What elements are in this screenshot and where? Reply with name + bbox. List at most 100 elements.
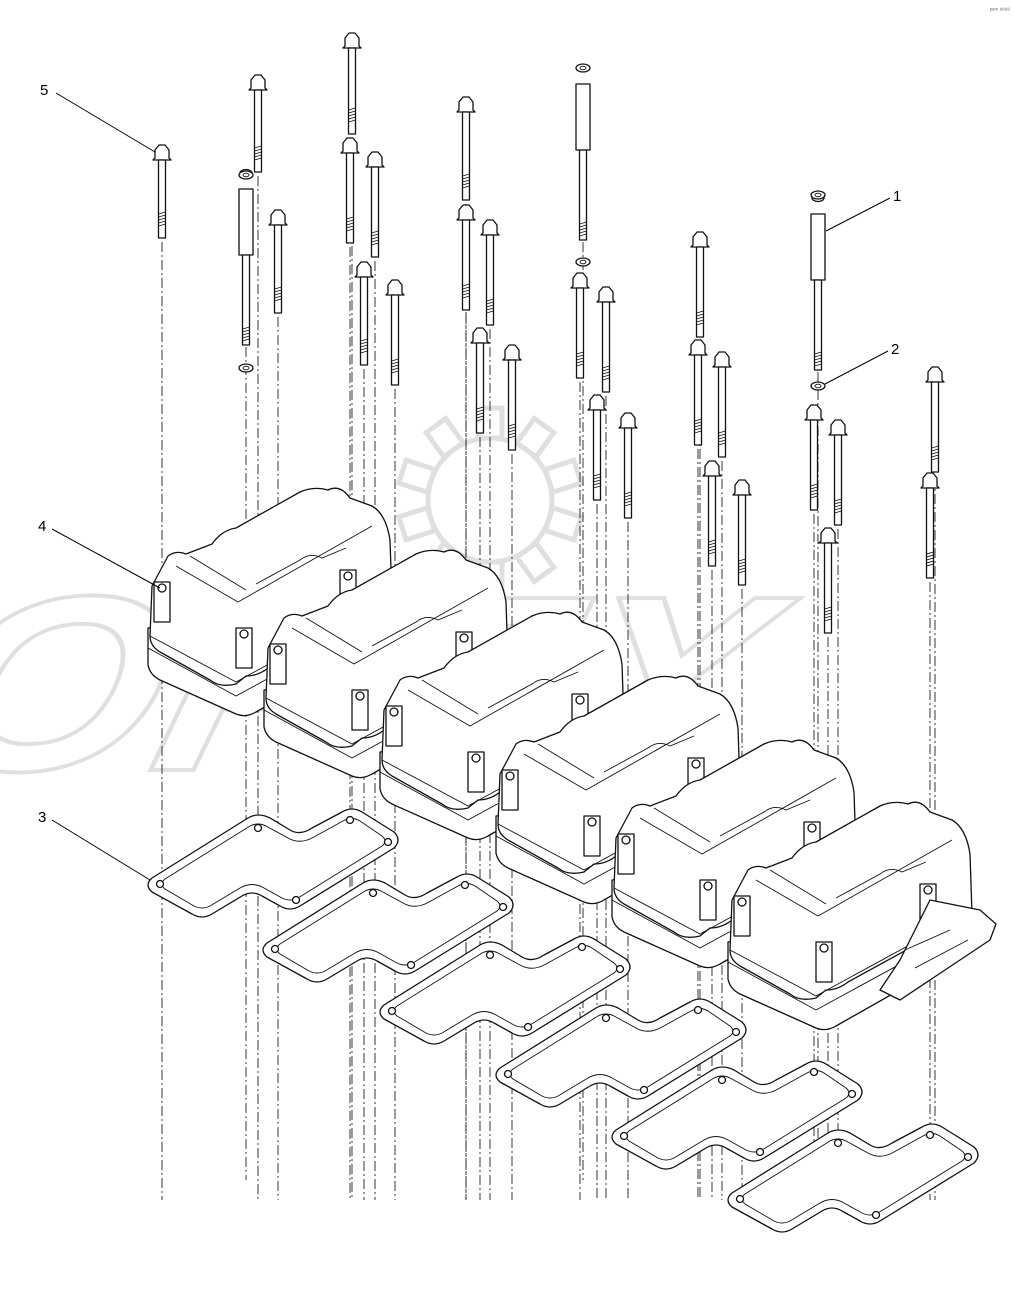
cover-body	[265, 549, 509, 748]
cover-bolt-hole	[819, 943, 829, 953]
gasket-bolt-hole	[523, 1022, 533, 1032]
gasket-bolt-hole	[345, 815, 355, 825]
gasket-bolt-hole	[498, 902, 508, 912]
cover-bolt-boss	[815, 941, 833, 983]
cover-top-ridge	[291, 587, 489, 665]
bolt	[702, 460, 722, 567]
gasket-bolt-hole	[735, 1194, 745, 1204]
cover-body	[149, 487, 393, 686]
gasket-bolt-hole	[925, 1130, 935, 1140]
bolt	[688, 339, 708, 446]
gasket-outline	[147, 808, 399, 918]
cover-bolt-boss	[235, 627, 253, 669]
washer	[810, 190, 826, 200]
callout-2: 2	[824, 341, 899, 385]
gasket-bolt-hole	[253, 823, 263, 833]
cover-bolt-boss	[501, 769, 519, 811]
callout-label-5: 5	[40, 82, 48, 99]
gasket-outline	[379, 935, 631, 1045]
callout-5: 5	[40, 82, 156, 153]
bolt	[340, 137, 360, 244]
washer	[575, 63, 591, 73]
cover-bolt-boss	[617, 833, 635, 875]
cover-bolt-hole	[459, 633, 469, 643]
gasket	[147, 808, 399, 918]
cover-bolt-hole	[355, 691, 365, 701]
cover-bolt-hole	[239, 629, 249, 639]
cover-body	[729, 801, 973, 1000]
washer	[575, 257, 591, 267]
washer	[238, 363, 254, 373]
bolt	[690, 231, 710, 338]
cover-top-ridge	[523, 713, 721, 791]
cover-bolt-boss	[467, 751, 485, 793]
gasket-inner-edge	[741, 1133, 966, 1224]
bolt	[342, 32, 362, 135]
gasket-inner-edge	[625, 1070, 850, 1161]
bolt	[365, 151, 385, 258]
cover-bolt-boss	[351, 689, 369, 731]
gasket-outline	[495, 998, 747, 1108]
gasket	[611, 1060, 863, 1170]
gasket-bolt-hole	[693, 1005, 703, 1015]
cover-body	[381, 611, 625, 810]
valve-covers	[147, 487, 997, 1031]
washer	[238, 170, 254, 180]
gasket-bolt-hole	[291, 895, 301, 905]
gasket-bolt-hole	[485, 950, 495, 960]
callout-label-4: 4	[38, 518, 46, 535]
gasket-bolt-hole	[755, 1147, 765, 1157]
callouts: 1 2 3 4 5	[38, 82, 901, 881]
cover-bolt-hole	[807, 823, 817, 833]
gasket-bolt-hole	[406, 960, 416, 970]
gasket	[379, 935, 631, 1045]
bolt	[804, 404, 824, 511]
fasteners	[152, 32, 945, 634]
bolt	[248, 74, 268, 173]
cover-bolt-hole	[587, 817, 597, 827]
gasket-bolt-hole	[717, 1075, 727, 1085]
cover-bolt-hole	[691, 759, 701, 769]
gasket-outline	[727, 1123, 979, 1233]
bolt	[925, 366, 945, 473]
cover-bolt-hole	[575, 695, 585, 705]
cover-top-ridge	[755, 839, 953, 917]
cover-bolt-boss	[385, 705, 403, 747]
gasket-bolt-hole	[577, 942, 587, 952]
cover-bolt-hole	[157, 583, 167, 593]
bolt	[456, 204, 476, 311]
gasket-bolt-hole	[639, 1085, 649, 1095]
gasket-bolt-hole	[847, 1089, 857, 1099]
gasket-bolt-hole	[270, 944, 280, 954]
bolt	[596, 286, 616, 393]
cover-body	[497, 675, 741, 874]
gasket-bolt-hole	[731, 1027, 741, 1037]
gasket-bolt-hole	[368, 888, 378, 898]
bolt	[456, 96, 476, 201]
callout-label-2: 2	[891, 341, 899, 358]
cover-body	[613, 739, 857, 938]
gasket-inner-edge	[393, 945, 618, 1036]
bolt	[732, 479, 752, 586]
gasket-bolt-hole	[601, 1013, 611, 1023]
bolt	[354, 261, 374, 366]
bolt	[920, 472, 940, 579]
cover-bolt-boss	[583, 815, 601, 857]
callout-label-3: 3	[38, 809, 46, 826]
cover-bolt-boss	[699, 879, 717, 921]
cover-bolt-hole	[737, 897, 747, 907]
gasket	[262, 873, 514, 983]
gasket-outline	[262, 873, 514, 983]
corner-mark: ᵖᵉᵐ ⁸⁸⁸⁸	[990, 7, 1010, 14]
bolt	[502, 344, 522, 451]
stud	[575, 63, 591, 241]
gasket-bolt-hole	[963, 1152, 973, 1162]
bolt	[480, 219, 500, 326]
cover-bolt-hole	[505, 771, 515, 781]
bolt	[712, 351, 732, 458]
bolt	[587, 394, 607, 501]
cover-bolt-boss	[733, 895, 751, 937]
cover-bolt-hole	[621, 835, 631, 845]
gasket-bolt-hole	[809, 1067, 819, 1077]
